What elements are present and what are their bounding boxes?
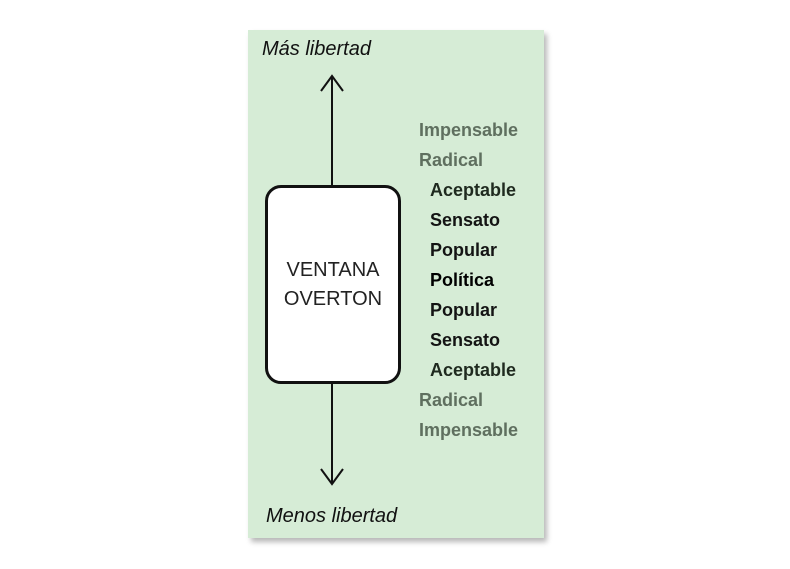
- window-title-line2: OVERTON: [283, 287, 383, 310]
- up-arrow-icon: [320, 74, 344, 92]
- scale-item-sensato: Sensato: [430, 330, 501, 350]
- scale-item-aceptable: Aceptable: [430, 360, 517, 380]
- scale-item-impensable: Impensable: [419, 120, 519, 140]
- overton-window-box: VENTANA OVERTON: [265, 185, 401, 384]
- scale-item-aceptable: Aceptable: [430, 180, 517, 200]
- down-arrow-icon: [320, 468, 344, 486]
- window-title-line1: VENTANA: [286, 258, 380, 281]
- scale-item-pol-tica: Política: [430, 270, 495, 290]
- scale-item-sensato: Sensato: [430, 210, 501, 230]
- scale-item-popular: Popular: [430, 300, 498, 320]
- less-freedom-label: Menos libertad: [266, 505, 398, 527]
- more-freedom-label: Más libertad: [262, 38, 371, 60]
- scale-item-popular: Popular: [430, 240, 498, 260]
- scale-item-radical: Radical: [419, 390, 484, 410]
- scale-item-radical: Radical: [419, 150, 484, 170]
- scale-item-impensable: Impensable: [419, 420, 519, 440]
